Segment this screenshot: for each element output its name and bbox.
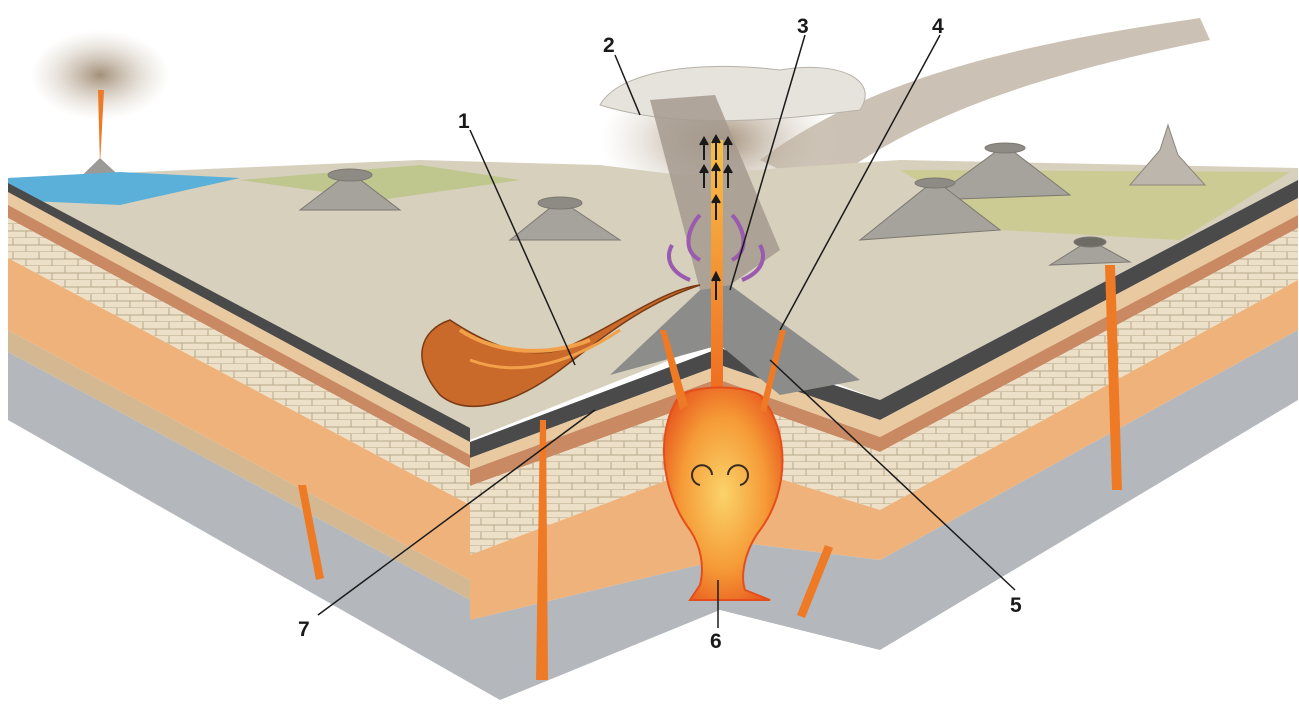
callout-6: 6 — [710, 630, 722, 653]
callout-4: 4 — [932, 15, 944, 38]
left-face-strata — [8, 183, 500, 700]
cinder-cones — [298, 142, 1132, 266]
callout-1: 1 — [458, 110, 470, 133]
leader-3 — [729, 34, 806, 291]
callout-3: 3 — [797, 15, 809, 38]
callout-7: 7 — [298, 618, 310, 641]
leader-5 — [769, 359, 1016, 591]
volcanic-neck — [1128, 123, 1207, 186]
callout-leaders — [317, 34, 1016, 628]
right-face-strata — [720, 180, 1298, 650]
callout-numbers: 1 2 3 4 5 6 7 — [298, 15, 1022, 653]
leader-7 — [317, 409, 596, 616]
callout-5: 5 — [1010, 594, 1022, 617]
gas-arrows — [667, 213, 765, 282]
leader-1 — [469, 129, 576, 366]
lava-flow — [421, 284, 701, 408]
leader-2 — [614, 54, 641, 116]
magma-system — [298, 140, 1122, 680]
eruption-arrows — [699, 133, 733, 300]
front-face-strata — [470, 348, 720, 700]
callout-2: 2 — [603, 34, 615, 57]
leader-4 — [779, 34, 941, 331]
